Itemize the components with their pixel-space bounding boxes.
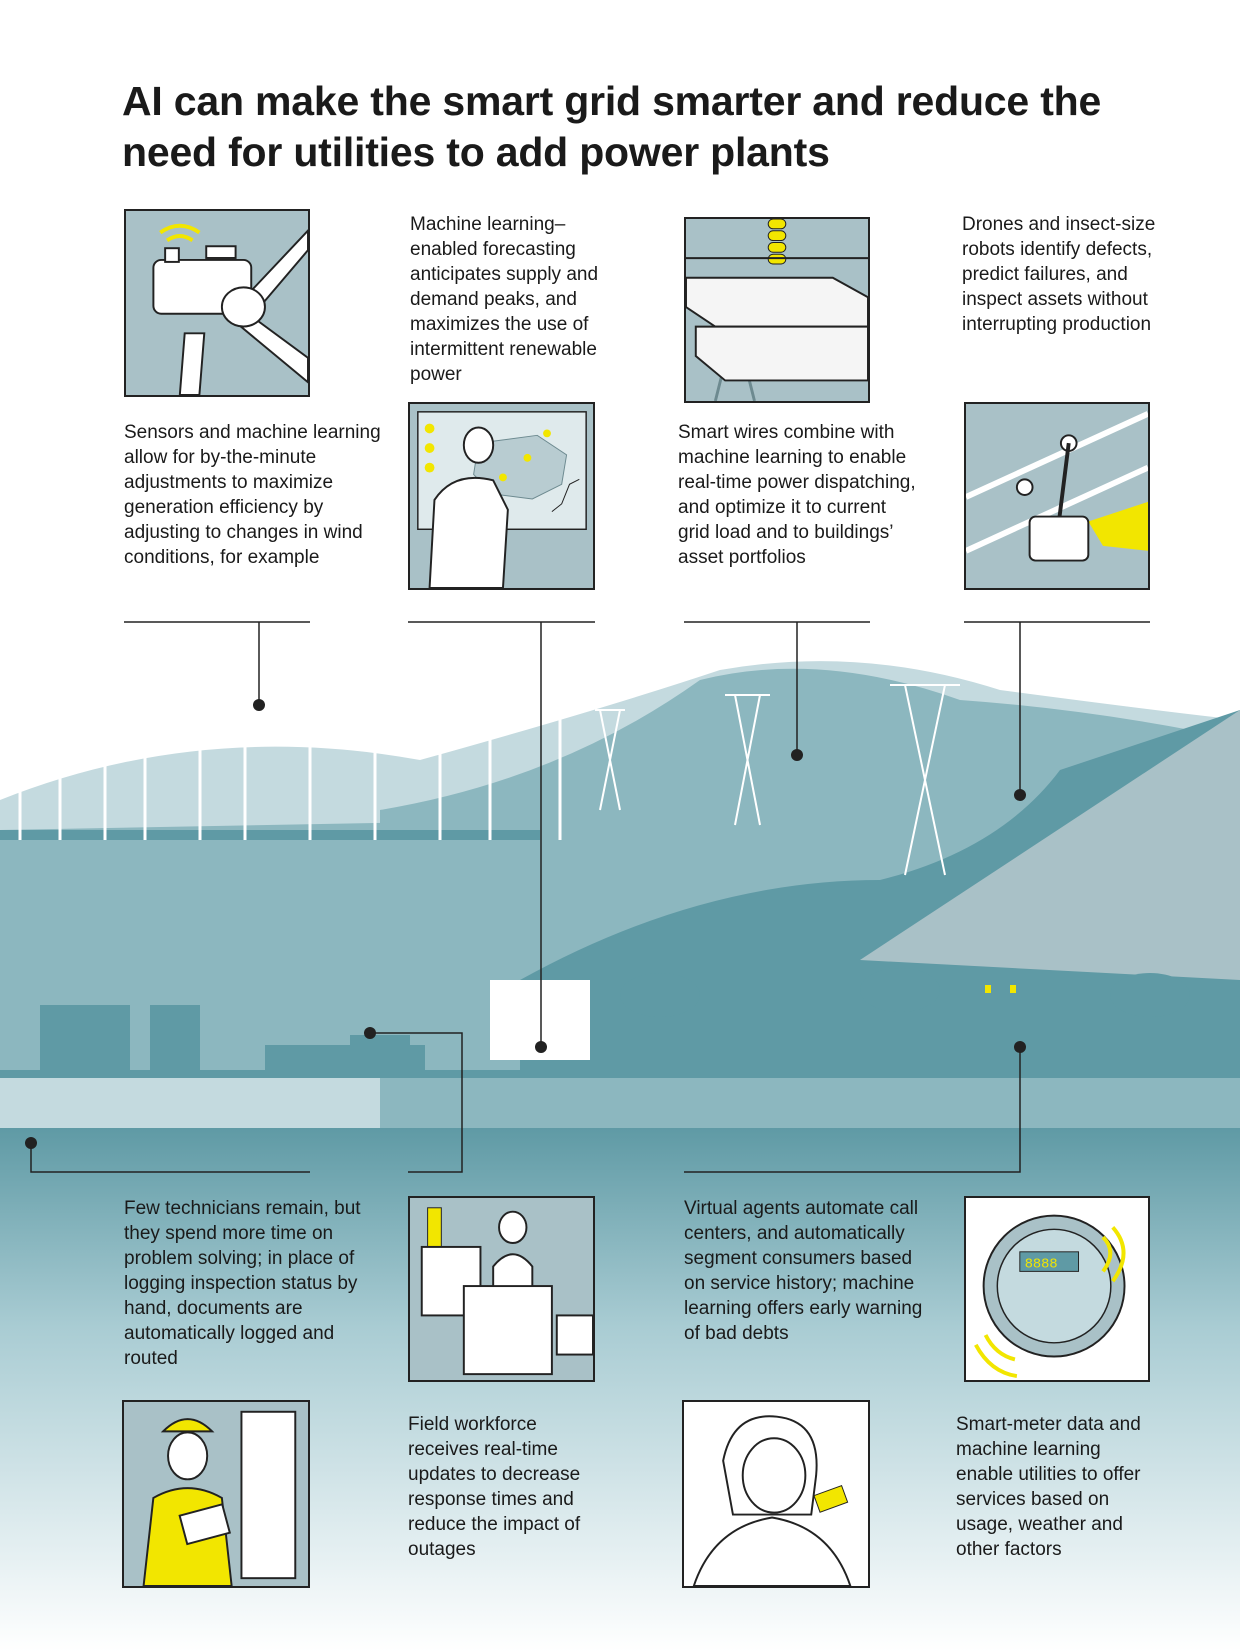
caption-forecasting: Machine learning–enabled forecasting ant… — [410, 214, 599, 385]
caption-wind-sensors: Sensors and machine learning allow for b… — [124, 422, 381, 568]
customer-phone-illustration — [684, 1402, 868, 1586]
technician-illustration — [124, 1402, 308, 1586]
caption-smart-meter: Smart-meter data and machine learning en… — [956, 1414, 1141, 1560]
virtual-agents-panel — [682, 1400, 870, 1588]
wind-turbine-panel — [124, 209, 310, 397]
field-workforce-panel — [408, 1196, 595, 1382]
forecasting-panel — [408, 402, 595, 590]
technician-panel — [122, 1400, 310, 1588]
wind-turbine-sensor-illustration — [126, 211, 308, 395]
caption-technicians: Few technicians remain, but they spend m… — [124, 1198, 361, 1369]
caption-smart-wires: Smart wires combine with machine learnin… — [678, 422, 916, 568]
page-title: AI can make the smart grid smarter and r… — [122, 78, 1102, 175]
caption-virtual-agents: Virtual agents automate call centers, an… — [684, 1198, 923, 1344]
smart-wire-device-illustration — [686, 219, 868, 401]
forecast-map-illustration — [410, 404, 593, 588]
drones-panel — [964, 402, 1150, 590]
smart-meter-panel: 8888 — [964, 1196, 1150, 1382]
inspection-robot-illustration — [966, 404, 1148, 588]
lineworker-illustration — [410, 1198, 593, 1380]
smart-wires-panel — [684, 217, 870, 403]
smart-grid-landscape-illustration — [0, 650, 1240, 1170]
meter-display-digits: 8888 — [1025, 1257, 1058, 1272]
smart-meter-illustration: 8888 — [966, 1198, 1148, 1380]
caption-drones: Drones and insect-size robots identify d… — [962, 214, 1156, 335]
caption-field-workforce: Field workforce receives real-time updat… — [408, 1414, 581, 1560]
